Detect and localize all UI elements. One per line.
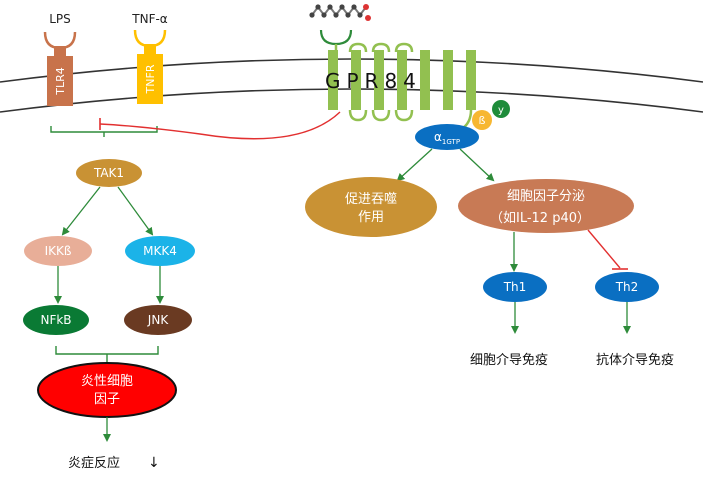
tlr4-receptor [47, 56, 73, 106]
tlr4-neck [54, 46, 66, 56]
arrow-alpha-secretion [459, 148, 495, 182]
tnf-alpha-label: TNF-α [131, 12, 168, 26]
inflammatory-cytokine-label-1: 炎性细胞 [81, 374, 133, 389]
phagocytosis-label-1: 促进吞噬 [345, 192, 397, 207]
inflammatory-cytokine-label-2: 因子 [94, 392, 120, 407]
th2-label: Th2 [615, 280, 639, 294]
arrow-tak1-ikkb [61, 186, 101, 236]
g-alpha-subscript: 1GTP [442, 138, 460, 146]
tak1-label: TAK1 [93, 166, 124, 180]
tnfr-receptor [137, 54, 163, 104]
tnf-cup [133, 29, 167, 48]
tak1-node [76, 159, 142, 187]
cell-mediated-immunity-label: 细胞介导免疫 [470, 352, 548, 368]
gpr84-receptor [334, 42, 414, 122]
lps-label: LPS [49, 12, 71, 26]
fatty-acid-ligand [309, 4, 371, 21]
th2-node [595, 272, 659, 302]
g-alpha-label: α1GTP [434, 130, 460, 146]
lps-cup [43, 31, 77, 50]
g-gamma-label: y [498, 105, 504, 116]
gpr84-helices [328, 50, 476, 110]
tlr4-label: TLR4 [54, 67, 67, 96]
phagocytosis-label-2: 作用 [358, 210, 384, 225]
g-beta-label: ß [479, 114, 486, 127]
tnfr-label: TNFR [144, 64, 157, 94]
jnk-node [124, 305, 192, 335]
th1-label: Th1 [503, 280, 527, 294]
g-alpha-symbol: α [434, 130, 442, 144]
g-alpha-node [415, 124, 479, 150]
inflammation-down-arrow: ↓ [148, 455, 160, 471]
nfkb-node [23, 305, 89, 335]
tnfr-neck [144, 44, 156, 54]
th1-node [483, 272, 547, 302]
nfkb-jnk-merge-bracket [55, 346, 159, 362]
mkk4-label: MKK4 [143, 244, 177, 258]
cytokine-secretion-node [458, 179, 634, 233]
secretion-inhibits-th2 [587, 229, 621, 269]
antibody-mediated-immunity-label: 抗体介导免疫 [596, 352, 674, 368]
ikkb-node [24, 236, 92, 266]
gpr84-inhibits-tlr4-arrow [99, 111, 341, 140]
inflammation-label: 炎症反应 [68, 455, 120, 471]
cytokine-secretion-label-1: 细胞因子分泌 [507, 189, 585, 204]
cytokine-secretion-label-2: （如IL-12 p40） [490, 210, 590, 226]
gpr84-ligand-cup [319, 29, 353, 46]
arrow-tak1-mkk4 [117, 186, 154, 236]
nfkb-label: NFkB [40, 313, 71, 327]
arrow-alpha-phagocytosis [396, 148, 433, 182]
inflammatory-cytokine-node [37, 362, 177, 418]
mkk4-node [125, 236, 195, 266]
ikkb-label: IKKß [45, 244, 72, 258]
phagocytosis-node [305, 177, 437, 237]
jnk-label: JNK [147, 313, 170, 327]
g-gamma-node [492, 100, 510, 118]
gpr84-label: GPR84 [325, 69, 422, 93]
g-beta-node [472, 110, 492, 130]
